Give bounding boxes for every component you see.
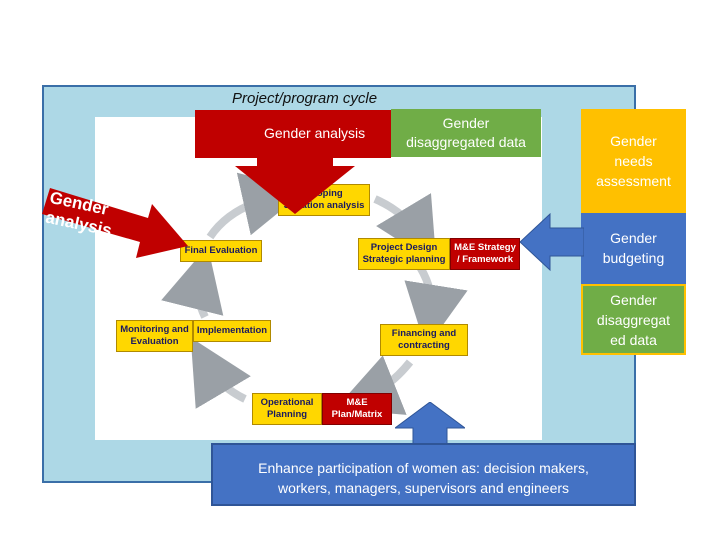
stage-project-design-line-2: Strategic planning	[362, 254, 446, 265]
left-gender-analysis-arrow	[42, 188, 188, 258]
cycle-arrow-4	[190, 337, 251, 409]
gender-disaggregated-data-label: Gender disaggregated data	[391, 114, 541, 152]
stage-monitoring-line-1: Monitoring and	[120, 324, 189, 335]
stage-scoping-line-1: Scoping	[305, 188, 343, 199]
cycle-arrow-3	[335, 355, 414, 415]
side-gdd-line-1: Gender	[610, 292, 657, 308]
gender-analysis-arrow	[235, 156, 355, 214]
stage-me-strategy-line-2: / Framework	[457, 254, 513, 265]
stage-monitoring-line-2: Evaluation	[130, 336, 179, 347]
gdd-line-1: Gender	[442, 115, 490, 131]
needs-line-1: Gender	[610, 133, 657, 149]
gender-needs-assessment-box: Gender needs assessment	[581, 109, 686, 213]
side-gdd-line-3: ed data	[610, 332, 657, 348]
cycle-arrow-6	[206, 172, 307, 240]
stage-final-evaluation-line-1: Final Evaluation	[184, 245, 258, 256]
budgeting-line-1: Gender	[610, 230, 657, 246]
stage-me-plan-line-2: Plan/Matrix	[331, 409, 383, 420]
stage-project-design-line-1: Project Design	[370, 242, 438, 253]
gender-disaggregated-data-side-box: Gender disaggregat ed data	[581, 284, 686, 355]
budgeting-arrow	[520, 212, 584, 272]
stage-final-evaluation: Final Evaluation	[180, 240, 262, 262]
gender-analysis-label: Gender analysis	[264, 125, 366, 141]
stage-monitoring: Monitoring and Evaluation	[116, 320, 193, 352]
cycle-title: Project/program cycle	[232, 90, 378, 107]
participation-box: Enhance participation of women as: decis…	[211, 443, 636, 506]
stage-me-plan: M&E Plan/Matrix	[322, 393, 392, 425]
gdd-line-2: disaggregated data	[406, 134, 526, 150]
gender-budgeting-box: Gender budgeting	[581, 213, 686, 284]
gender-analysis-box	[195, 110, 391, 158]
cycle-arrow-5	[161, 245, 224, 319]
needs-line-2: needs	[614, 153, 653, 169]
cycle-arrow-2	[404, 264, 468, 349]
stage-project-design: Project Design Strategic planning	[358, 238, 450, 270]
stage-me-strategy: M&E Strategy / Framework	[450, 238, 520, 270]
stage-operational-line-1: Operational	[260, 397, 314, 408]
stage-operational-line-2: Planning	[266, 409, 308, 420]
participation-line-1: Enhance participation of women as: decis…	[258, 460, 589, 476]
stage-me-plan-line-1: M&E	[346, 397, 368, 408]
budgeting-line-2: budgeting	[602, 250, 665, 266]
stage-scoping-line-2: Situation analysis	[283, 200, 365, 211]
stage-operational: Operational Planning	[252, 393, 322, 425]
stage-financing: Financing and contracting	[380, 324, 468, 356]
side-gdd-line-2: disaggregat	[596, 312, 671, 328]
stage-implementation: Implementation	[193, 320, 271, 342]
stage-implementation-line-1: Implementation	[196, 325, 268, 336]
stage-financing-line-2: contracting	[398, 340, 450, 351]
needs-line-3: assessment	[596, 173, 671, 189]
participation-arrow	[395, 402, 465, 446]
stage-financing-line-1: Financing and	[391, 328, 457, 339]
cycle-arrow-1	[373, 193, 437, 265]
gender-disaggregated-data-box	[391, 109, 541, 157]
participation-line-2: workers, managers, supervisors and engin…	[277, 480, 570, 496]
stage-me-strategy-line-1: M&E Strategy	[454, 242, 516, 253]
